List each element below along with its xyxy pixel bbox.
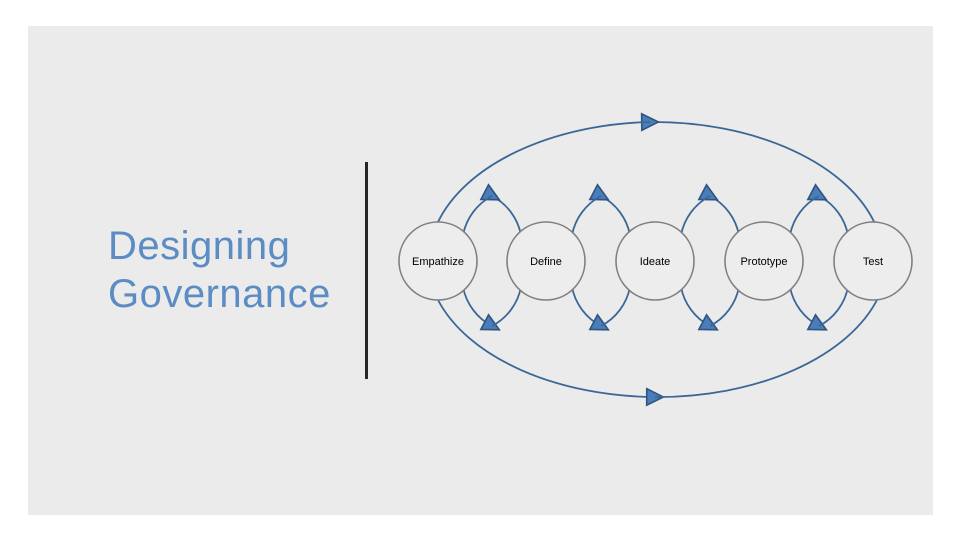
page-title: Designing Governance [108,224,331,316]
stage-label: Define [530,256,562,268]
stage-circle[interactable] [506,221,586,301]
stage-label: Prototype [740,256,787,268]
stage-circle[interactable] [724,221,804,301]
stage-label: Empathize [412,256,464,268]
stage-node-prototype[interactable]: Prototype [724,221,804,301]
stage-label: Test [863,256,883,268]
stage-label: Ideate [640,256,671,268]
lower-arc-empathize-to-define [462,286,522,326]
upper-arc-define-to-empathize [462,196,522,236]
upper-arc-prototype-to-ideate [680,196,740,236]
stage-node-define[interactable]: Define [506,221,586,301]
stage-node-ideate[interactable]: Ideate [615,221,695,301]
lower-arc-define-to-ideate [571,286,631,326]
stage-node-empathize[interactable]: Empathize [398,221,478,301]
lower-arc-ideate-to-prototype [680,286,740,326]
upper-arc-test-to-prototype [789,196,849,236]
stage-circle[interactable] [398,221,478,301]
outer-loop-top-arc [437,122,877,227]
outer-loop-bottom-arc [437,297,879,397]
stage-node-test[interactable]: Test [833,221,913,301]
title-divider [365,162,368,379]
lower-arc-prototype-to-test [789,286,849,326]
stage-circle[interactable] [615,221,695,301]
upper-arc-ideate-to-define [571,196,631,236]
stage-circle[interactable] [833,221,913,301]
